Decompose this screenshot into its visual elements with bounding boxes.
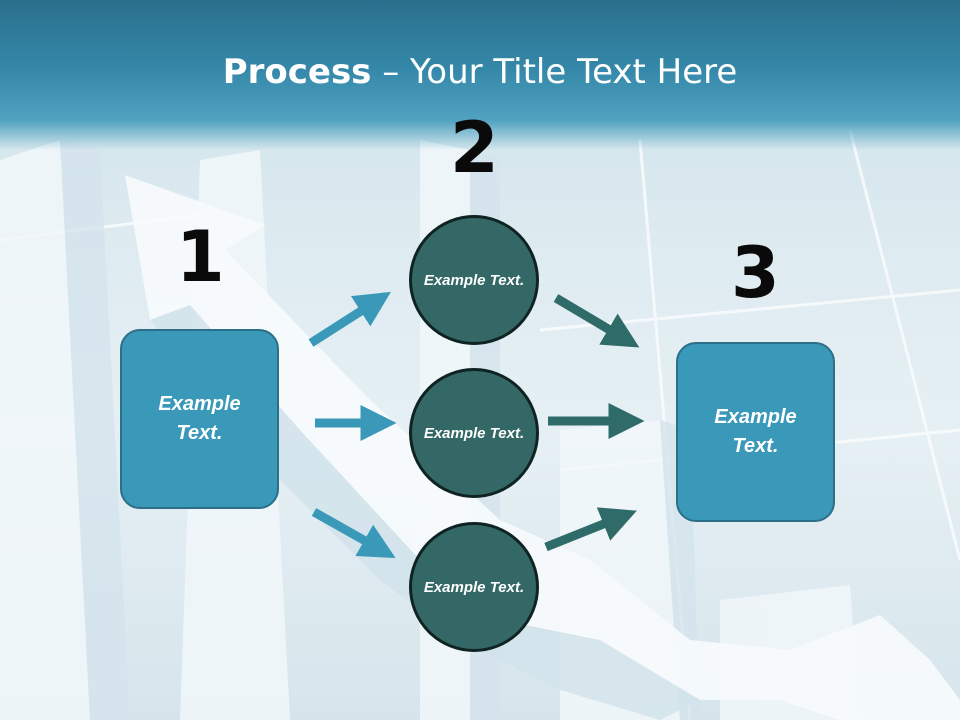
- process-circle-bottom: Example Text.: [409, 522, 539, 652]
- step-number-1: 1: [176, 216, 225, 298]
- process-box-end-label: Example Text.: [714, 406, 797, 457]
- process-circle-middle: Example Text.: [409, 368, 539, 498]
- process-circle-top: Example Text.: [409, 215, 539, 345]
- process-box-end: Example Text.: [676, 342, 835, 522]
- title-rest: – Your Title Text Here: [371, 52, 738, 92]
- arrow-from-top-circle: [553, 294, 640, 348]
- arrow-to-top-circle: [308, 291, 391, 347]
- title-bold: Process: [222, 52, 372, 92]
- step-number-2: 2: [450, 107, 499, 189]
- process-circle-top-label: Example Text.: [423, 271, 525, 289]
- arrow-from-bottom-circle: [544, 507, 637, 552]
- process-circle-bottom-label: Example Text.: [423, 578, 525, 596]
- process-box-start: Example Text.: [120, 329, 279, 509]
- arrow-to-bottom-circle: [311, 508, 396, 559]
- step-number-3: 3: [731, 232, 780, 314]
- header-band: [0, 0, 960, 150]
- process-circle-middle-label: Example Text.: [423, 424, 525, 442]
- process-box-start-label: Example Text.: [158, 393, 241, 444]
- page-title: Process – Your Title Text Here: [0, 52, 960, 92]
